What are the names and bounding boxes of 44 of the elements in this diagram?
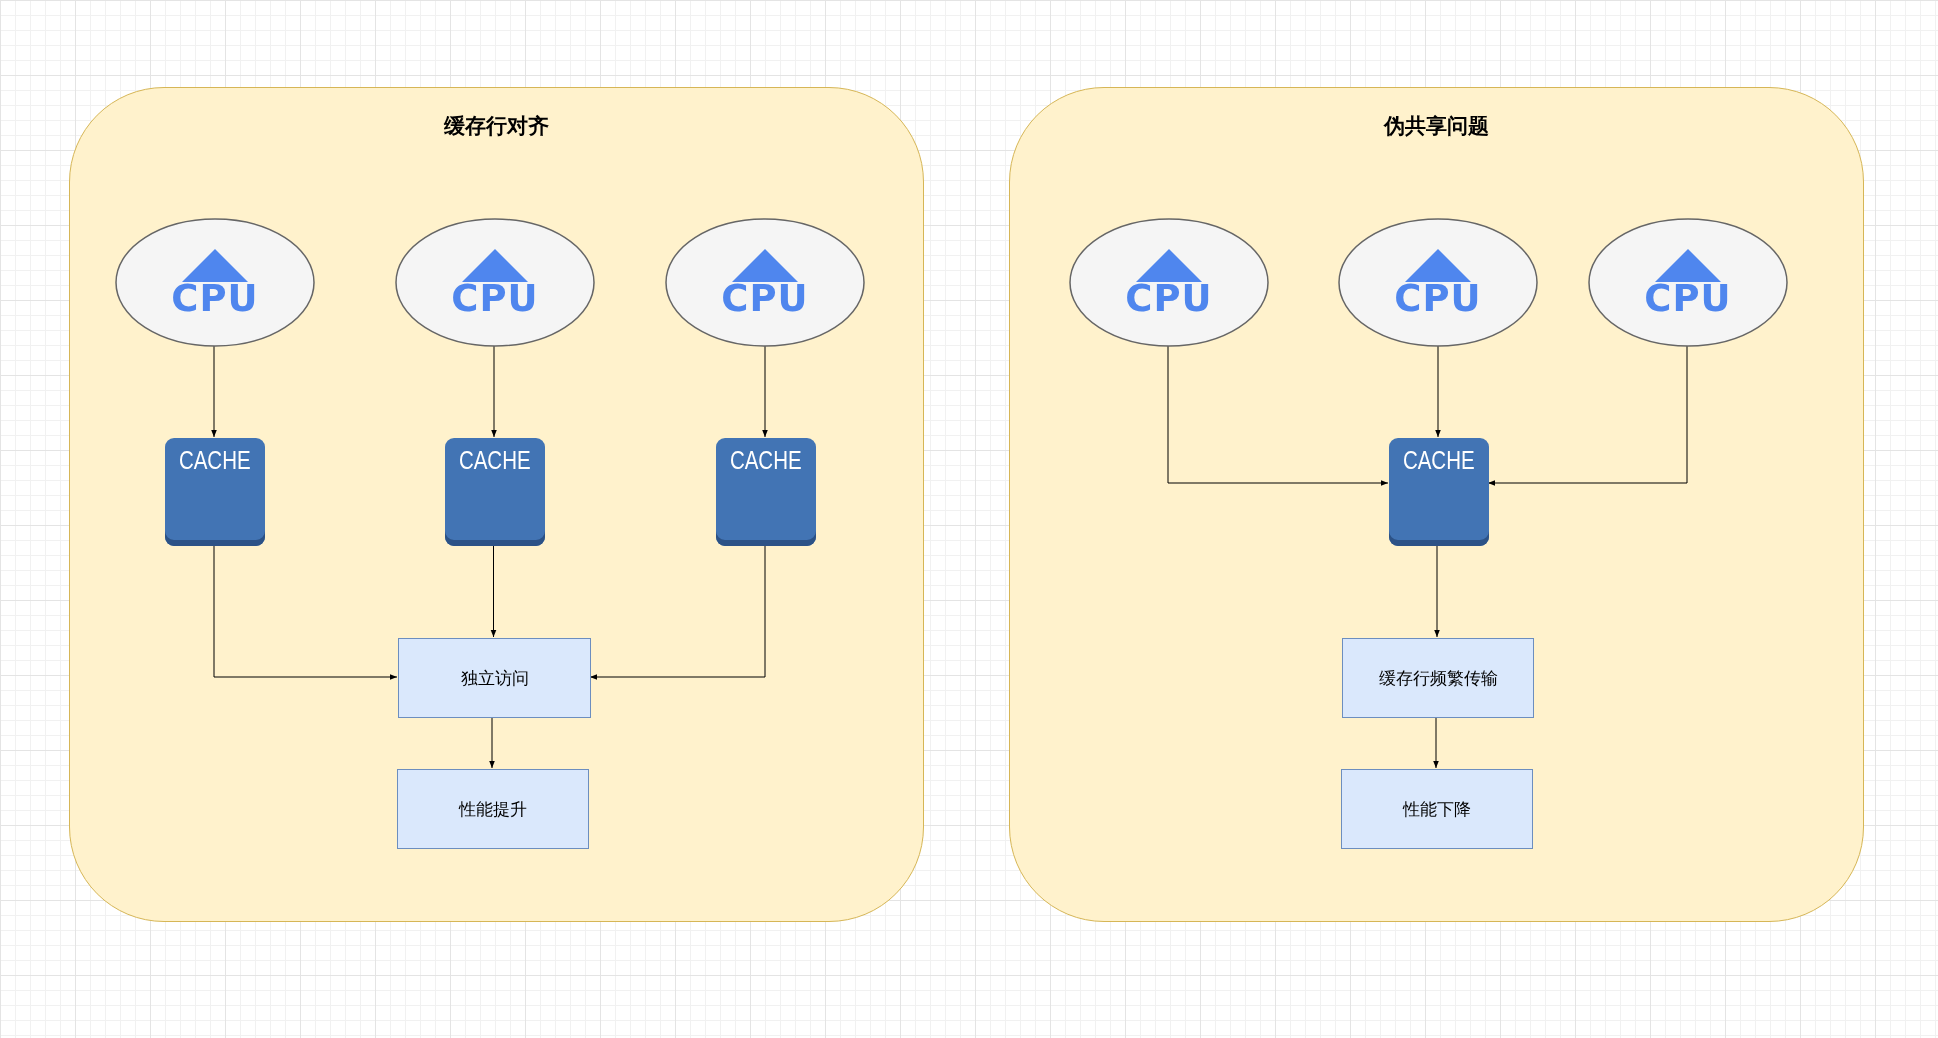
arrow: [1433, 716, 1439, 769]
process-label: 缓存行频繁传输: [1378, 666, 1498, 690]
cache-block: [716, 438, 816, 546]
panel-title: 伪共享问题: [1382, 113, 1490, 140]
process-label: 性能提升: [459, 797, 527, 821]
arrow: [489, 716, 495, 769]
arrow: [1435, 345, 1441, 438]
arrow: [1167, 345, 1389, 486]
cpu-label: CPU: [1394, 279, 1482, 317]
arrow: [762, 345, 768, 438]
cache-label: CACHE: [1403, 446, 1475, 475]
process-box: [1342, 638, 1534, 718]
cpu-ellipse: [115, 218, 315, 347]
cache-label: CACHE: [730, 446, 802, 475]
group-panel: [1009, 87, 1864, 922]
group-panel: [69, 87, 924, 922]
cpu-ellipse: [395, 218, 595, 347]
cpu-ellipse: [1069, 218, 1269, 347]
arrow: [211, 345, 217, 438]
cpu-ellipse: [1338, 218, 1538, 347]
cache-block: [1389, 438, 1489, 546]
cpu-ellipse: [1588, 218, 1788, 347]
process-label: 独立访问: [460, 666, 529, 690]
arrow: [1434, 544, 1440, 638]
cpu-label: CPU: [1125, 279, 1213, 317]
arrow: [490, 544, 497, 638]
cpu-ellipse: [665, 218, 865, 347]
process-label: 性能下降: [1403, 797, 1471, 821]
process-box: [398, 638, 591, 718]
arrow: [491, 345, 497, 438]
cpu-label: CPU: [721, 279, 809, 317]
cache-label: CACHE: [179, 446, 251, 475]
cpu-label: CPU: [451, 279, 539, 317]
cache-block: [445, 438, 545, 546]
cache-label: CACHE: [459, 446, 531, 475]
cpu-label: CPU: [171, 279, 259, 317]
arrow: [1487, 345, 1688, 486]
process-box: [1341, 769, 1533, 849]
panel-title: 缓存行对齐: [443, 113, 550, 140]
arrow: [213, 544, 398, 680]
arrow: [589, 544, 766, 680]
cache-block: [165, 438, 265, 546]
cpu-label: CPU: [1644, 279, 1732, 317]
process-box: [397, 769, 589, 849]
